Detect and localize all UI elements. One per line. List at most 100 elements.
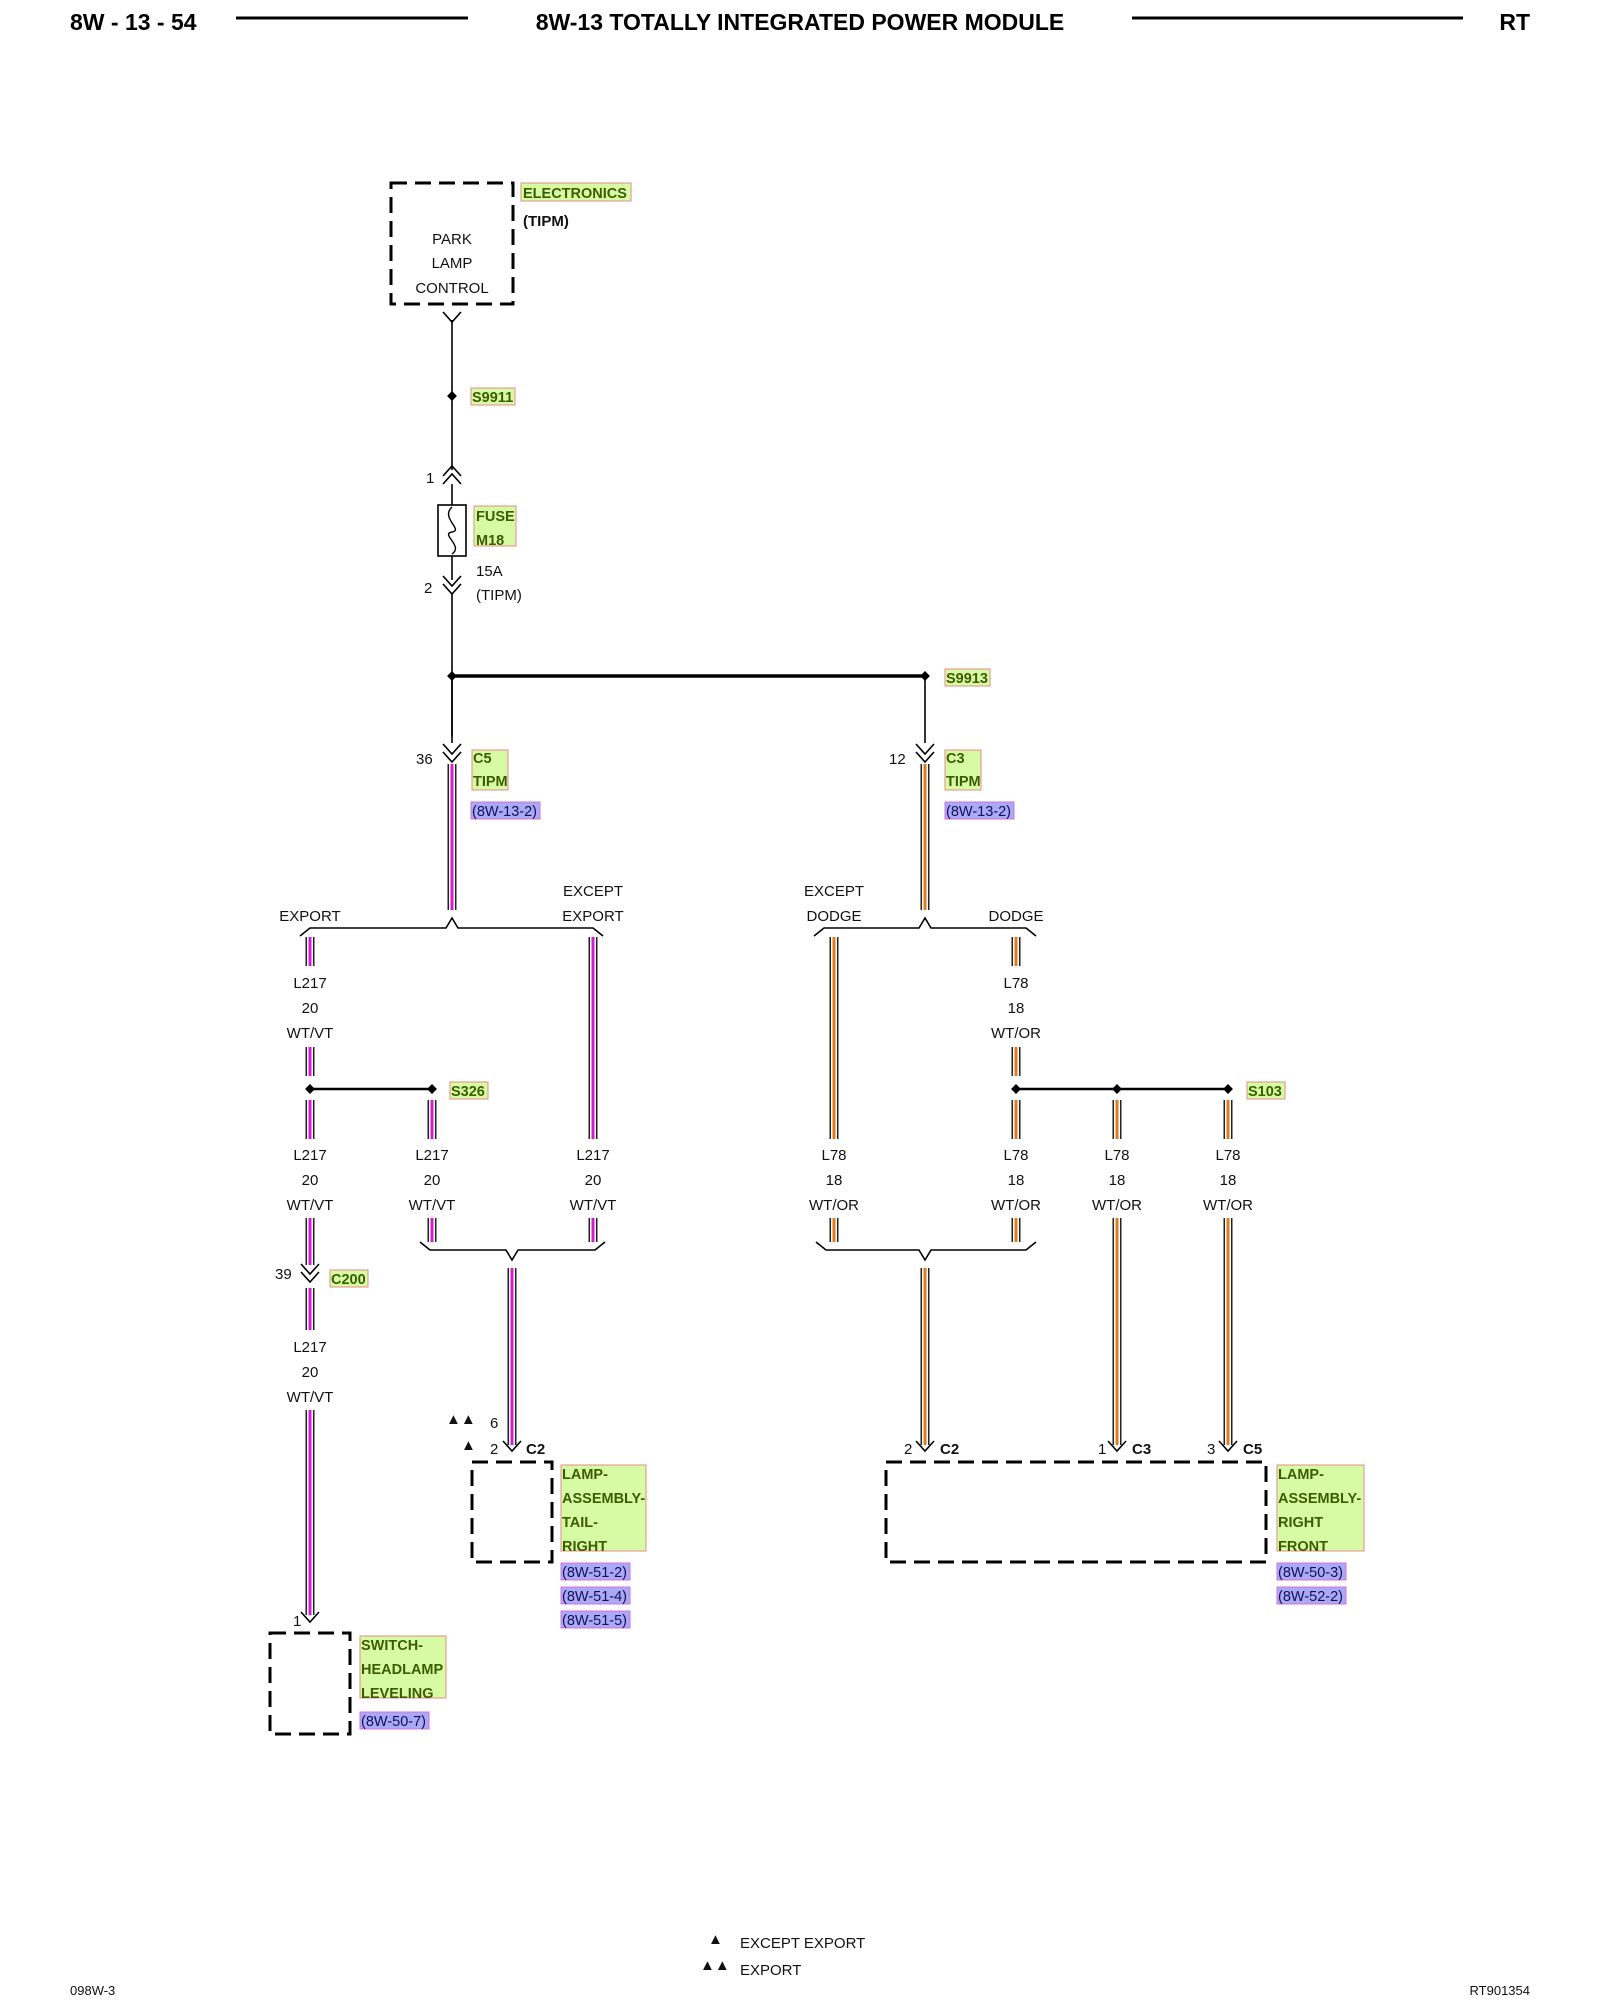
svg-text:L78: L78 — [1003, 975, 1028, 992]
c3-tipm-ref-link[interactable]: (8W-13-2) — [946, 804, 1011, 820]
front-lamp-box — [884, 1460, 1268, 1564]
tail-ref-2-bg[interactable] — [560, 1586, 631, 1605]
export-marker-icon: ▲▲ — [446, 1411, 476, 1428]
svg-text:L217: L217 — [576, 1147, 609, 1164]
splice-s103-mid-dot — [1112, 1084, 1122, 1094]
svg-text:18: 18 — [826, 1172, 843, 1189]
c3-tipm-ref-bg[interactable] — [944, 801, 1015, 820]
svg-text:WT/VT: WT/VT — [409, 1197, 456, 1214]
front-ref-1-bg[interactable] — [1276, 1562, 1347, 1581]
branch-dodge: DODGE — [988, 908, 1043, 925]
c5-tipm-ref-link[interactable]: (8W-13-2) — [472, 804, 537, 820]
c3-tipm-label-2: TIPM — [946, 774, 981, 790]
svg-text:18: 18 — [1008, 1172, 1025, 1189]
tail-ref-2-link[interactable]: (8W-51-4) — [562, 1589, 627, 1605]
fuse-symbol — [437, 504, 467, 557]
lamp-right-front: 2 C2 1 C3 3 C5 LAMP- ASSEMBLY- RIGHT FRO… — [884, 1440, 1365, 1605]
fuse-label-2: M18 — [476, 533, 504, 549]
splice-s9913-dot — [920, 671, 930, 681]
wire-label-l217-s326: L217 20 WT/VT — [409, 1147, 456, 1214]
tail-lamp-label-bg — [560, 1464, 647, 1552]
wire-label-l78-c5: L78 18 WT/OR — [1203, 1147, 1253, 1214]
svg-text:18: 18 — [1008, 1000, 1025, 1017]
svg-text:C2: C2 — [940, 1441, 959, 1458]
svg-text:WT/OR: WT/OR — [991, 1197, 1041, 1214]
c5-tipm-ref-bg[interactable] — [470, 801, 541, 820]
splice-s9911-dot — [447, 391, 457, 401]
tail-ref-1-link[interactable]: (8W-51-2) — [562, 1565, 627, 1581]
svg-text:WT/OR: WT/OR — [1203, 1197, 1253, 1214]
fuse-pin-top: 1 — [426, 470, 434, 487]
page-model: RT — [1499, 9, 1530, 35]
tail-ref-3-bg[interactable] — [560, 1610, 631, 1629]
svg-text:20: 20 — [585, 1172, 602, 1189]
front-ref-2-link[interactable]: (8W-52-2) — [1278, 1589, 1343, 1605]
page-id: 8W - 13 - 54 — [70, 9, 197, 35]
switch-label-bg — [359, 1635, 447, 1699]
svg-text:20: 20 — [302, 1000, 319, 1017]
switch-ref-bg[interactable] — [359, 1711, 430, 1730]
s103-label-bg — [1246, 1081, 1286, 1100]
front-ref-2-bg[interactable] — [1276, 1586, 1347, 1605]
front-lamp-label-4: FRONT — [1278, 1539, 1328, 1555]
fuse-location: (TIPM) — [476, 587, 522, 604]
svg-text:WT/OR: WT/OR — [809, 1197, 859, 1214]
tail-lamp-box — [470, 1460, 554, 1564]
tail-pin-except-export: 2 — [490, 1441, 498, 1458]
front-lamp-label-1: LAMP- — [1278, 1467, 1324, 1483]
svg-text:L78: L78 — [1104, 1147, 1129, 1164]
tail-connector: C2 — [526, 1441, 545, 1458]
tail-lamp-label-4: RIGHT — [562, 1539, 607, 1555]
fuse-rating: 15A — [476, 563, 503, 580]
splice-s9913-label: S9913 — [946, 671, 988, 687]
wire-render-layer — [305, 764, 1233, 1615]
front-lamp-label-bg — [1276, 1464, 1365, 1552]
svg-text:L217: L217 — [293, 975, 326, 992]
splice-s326-dot — [427, 1084, 437, 1094]
c3-tipm-label-1: C3 — [946, 751, 965, 767]
fuse-label-bg — [473, 505, 517, 547]
svg-text:WT/VT: WT/VT — [287, 1197, 334, 1214]
splice-main-dot — [447, 671, 457, 681]
front-pin-c2: 2 C2 — [904, 1440, 959, 1458]
s9911-label-bg — [470, 387, 516, 406]
splice-s9911-label: S9911 — [472, 390, 513, 406]
front-ref-1-link[interactable]: (8W-50-3) — [1278, 1565, 1343, 1581]
lamp-tail-right: ▲▲ 6 ▲ 2 C2 LAMP- ASSEMBLY- TAIL- RIGHT … — [446, 1411, 647, 1629]
fuse-pin-bottom: 2 — [424, 580, 432, 597]
wire-label-l217-export-top: L217 20 WT/VT — [287, 975, 334, 1042]
switch-ref-link[interactable]: (8W-50-7) — [361, 1714, 426, 1730]
tail-pin-export: 6 — [490, 1415, 498, 1432]
svg-text:WT/OR: WT/OR — [1092, 1197, 1142, 1214]
tail-ref-3-link[interactable]: (8W-51-5) — [562, 1613, 627, 1629]
park-lamp-control-box — [389, 181, 515, 306]
electronics-label: ELECTRONICS — [523, 186, 627, 202]
svg-text:20: 20 — [302, 1172, 319, 1189]
s9913-label-bg — [944, 668, 991, 687]
switch-label-2: HEADLAMP — [361, 1662, 443, 1678]
svg-text:L78: L78 — [1003, 1147, 1028, 1164]
tail-ref-1-bg[interactable] — [560, 1562, 631, 1581]
splice-s103-label: S103 — [1248, 1084, 1282, 1100]
except-export-marker-icon: ▲ — [461, 1437, 476, 1454]
park-lamp-line-1: PARK — [432, 231, 472, 248]
svg-text:1: 1 — [1098, 1441, 1106, 1458]
svg-text:WT/VT: WT/VT — [287, 1025, 334, 1042]
svg-text:2: 2 — [904, 1441, 912, 1458]
c200-label: C200 — [331, 1272, 366, 1288]
fuse-label-1: FUSE — [476, 509, 515, 525]
c200-label-bg — [329, 1269, 369, 1288]
c5-tipm-pin: 36 — [416, 751, 433, 768]
splice-s103-left-dot — [1011, 1084, 1021, 1094]
svg-text:C3: C3 — [1132, 1441, 1151, 1458]
footer-right-code: RT901354 — [1470, 1983, 1530, 1998]
wire-label-l78-dodge: L78 18 WT/OR — [991, 1147, 1041, 1214]
c5-tipm-label-bg — [471, 749, 509, 791]
tail-lamp-label-1: LAMP- — [562, 1467, 608, 1483]
wire-label-l217-except-export: L217 20 WT/VT — [570, 1147, 617, 1214]
branch-except-dodge-1: EXCEPT — [804, 883, 864, 900]
front-lamp-label-3: RIGHT — [1278, 1515, 1323, 1531]
page-footer: ▲ EXCEPT EXPORT ▲▲ EXPORT 098W-3 RT90135… — [70, 1931, 1530, 1998]
c200-pin: 39 — [275, 1266, 292, 1283]
